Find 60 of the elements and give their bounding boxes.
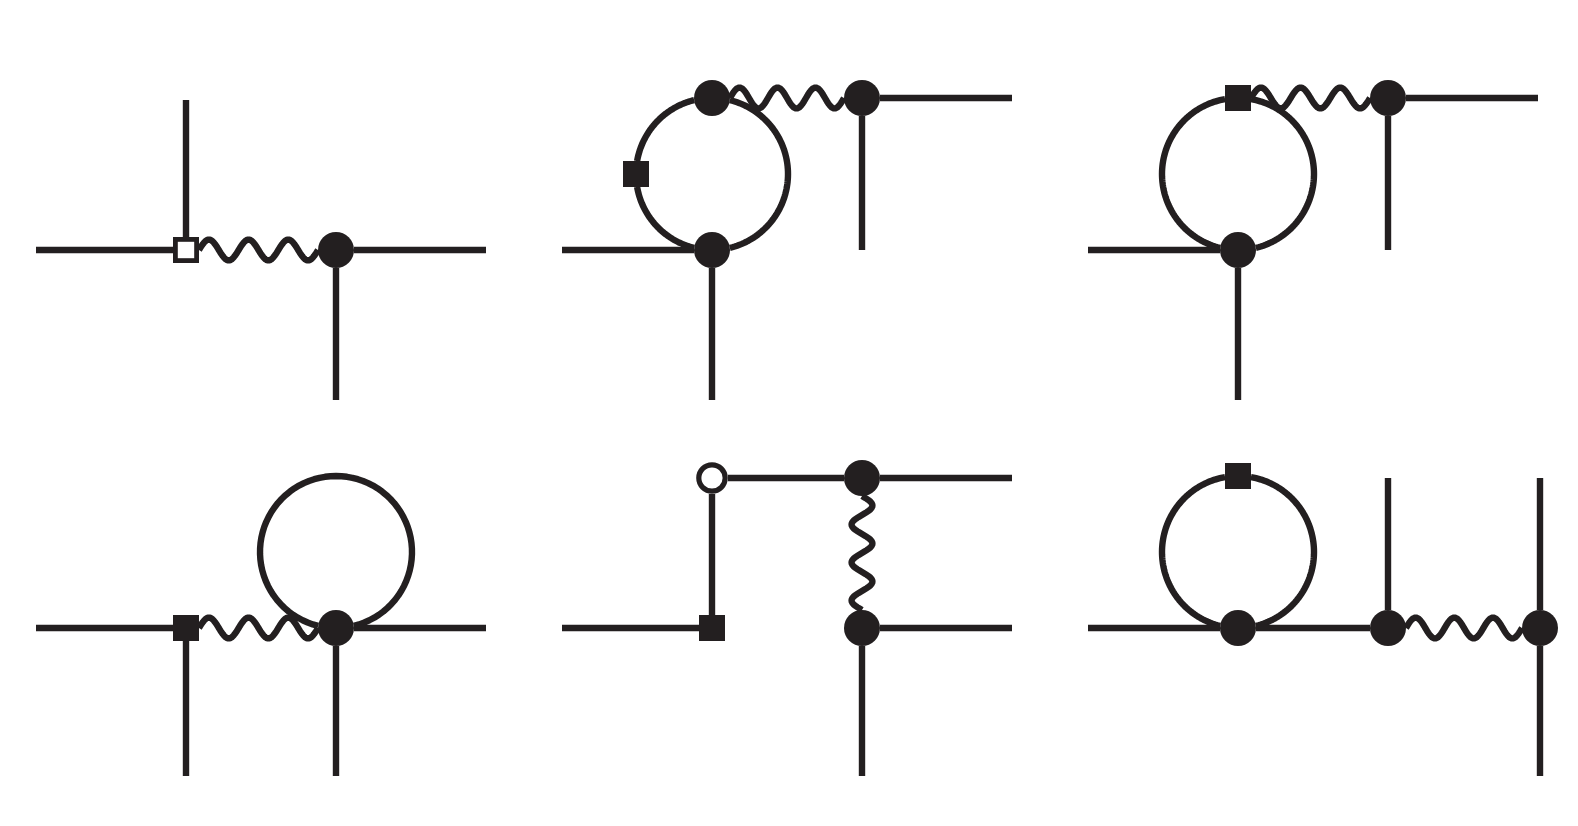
straight-line (354, 624, 486, 632)
loop-arc (1158, 95, 1226, 251)
straight-line (36, 246, 173, 254)
straight-line (880, 94, 1012, 102)
vertex-dot (1370, 80, 1406, 116)
square-vertex (1225, 85, 1251, 111)
straight-line (728, 474, 844, 482)
straight-line (1536, 478, 1544, 610)
loop-arc (729, 97, 792, 251)
straight-line (182, 100, 190, 237)
straight-line (36, 624, 173, 632)
straight-line (562, 246, 694, 254)
straight-line (332, 646, 340, 776)
straight-line (858, 646, 866, 776)
straight-line (182, 641, 190, 776)
loop-line (256, 472, 416, 629)
vertex-dot (694, 80, 730, 116)
wavy-line (196, 236, 321, 264)
vertex-dot (318, 610, 354, 646)
vertex-dot (1370, 610, 1406, 646)
straight-line (1406, 94, 1538, 102)
vertex-dot (1522, 610, 1558, 646)
straight-line (880, 474, 1012, 482)
wavy-line (1403, 614, 1525, 642)
straight-line (880, 624, 1012, 632)
vertex-dot (844, 460, 880, 496)
vertex-dot (318, 232, 354, 268)
square-vertex (1225, 463, 1251, 489)
wavy-line (1248, 84, 1373, 112)
open-square-vertex (173, 237, 199, 263)
open-vertex-ring (696, 462, 728, 494)
wavy-line (848, 493, 876, 613)
loop-arc (1250, 473, 1318, 629)
wavy-line (196, 614, 321, 642)
straight-line (1234, 268, 1242, 400)
loop-arc (633, 97, 697, 164)
square-vertex (173, 615, 199, 641)
straight-line (708, 268, 716, 400)
square-vertex (623, 161, 649, 187)
straight-line (354, 246, 486, 254)
vertex-dot (844, 80, 880, 116)
straight-line (1384, 116, 1392, 250)
straight-line (1536, 646, 1544, 776)
vertex-dot (1220, 610, 1256, 646)
straight-line (1088, 624, 1220, 632)
vertex-dot (844, 610, 880, 646)
straight-line (1088, 246, 1220, 254)
straight-line (708, 494, 716, 615)
vertex-dot (694, 232, 730, 268)
vertex-dot (1220, 232, 1256, 268)
loop-arc (633, 184, 697, 251)
straight-line (858, 116, 866, 250)
loop-arc (1158, 473, 1226, 629)
straight-line (332, 268, 340, 400)
wavy-line (727, 84, 847, 112)
straight-line (562, 624, 699, 632)
straight-line (1256, 624, 1370, 632)
square-vertex (699, 615, 725, 641)
straight-line (1384, 478, 1392, 610)
loop-arc (1250, 95, 1318, 251)
